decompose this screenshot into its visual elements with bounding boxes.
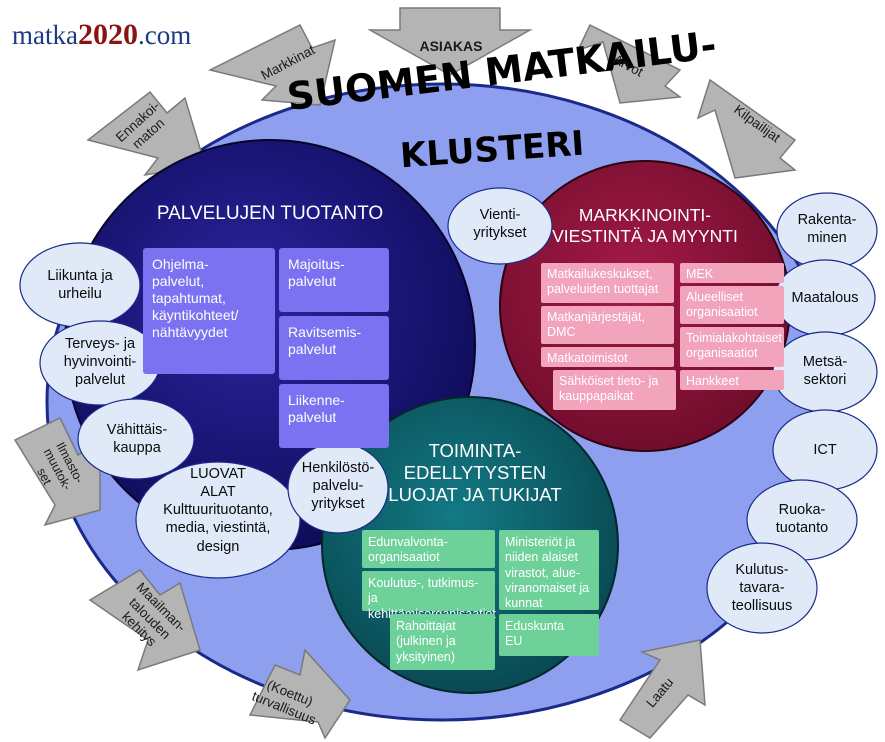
- logo-prefix: matka: [12, 20, 78, 50]
- box-ministries: Ministeriöt ja niiden alaiset virastot, …: [499, 530, 599, 610]
- enablers-title: TOIMINTA- EDELLYTYSTEN LUOJAT JA TUKIJAT: [388, 440, 562, 506]
- force-arrows: [13, 7, 797, 740]
- bubble-creative-label: LUOVAT ALAT Kulttuurituotanto, media, vi…: [163, 466, 273, 555]
- bubble-export: [447, 187, 553, 265]
- box-transport: Liikenne- palvelut: [279, 384, 389, 448]
- bubble-retail: [77, 398, 195, 480]
- box-tourism-centres: Matkailukeskukset, palveluiden tuottajat: [541, 263, 674, 303]
- bubble-agriculture-label: Maatalous: [791, 290, 859, 306]
- box-education-orgs: Koulutus-, tutkimus- ja kehittämisorgani…: [362, 571, 496, 621]
- arrow-turvallisuus: [248, 648, 351, 740]
- box-parliament: Eduskunta EU: [499, 614, 599, 656]
- bubble-food-label: Ruoka- tuotanto: [775, 502, 829, 537]
- box-advocacy-orgs: Edunvalvonta- organisaatiot: [362, 530, 495, 568]
- box-program-services: Ohjelma- palvelut, tapahtumat, käyntikoh…: [143, 248, 275, 374]
- box-regional-orgs: Alueelliset organisaatiot: [680, 286, 784, 324]
- bubble-creative: [135, 461, 301, 579]
- box-projects: Hankkeet: [680, 370, 784, 390]
- box-mek: MEK: [680, 263, 784, 283]
- box-electronic-markets: Sähköiset tieto- ja kauppapaikat: [553, 370, 676, 410]
- arrow-markkinat: [207, 23, 337, 106]
- box-funders: Rahoittajat (julkinen ja yksityinen): [390, 614, 495, 670]
- marketing-title: MARKKINOINTI- VIESTINTÄ JA MYYNTI: [552, 205, 738, 246]
- bubble-construction-label: Rakenta- minen: [797, 212, 857, 247]
- bubble-health-label: Terveys- ja hyvinvointi- palvelut: [63, 336, 137, 389]
- arrow-laatu: [618, 639, 706, 739]
- production-title: PALVELUJEN TUOTANTO: [156, 203, 384, 224]
- arrow-arvot: [576, 23, 683, 104]
- box-accommodation: Majoitus- palvelut: [279, 248, 389, 312]
- bubble-sports-label: Liikunta ja urheilu: [47, 268, 113, 303]
- arrow-asiakas-label: ASIAKAS: [419, 38, 483, 54]
- arrow-kilpailijat: [696, 78, 797, 179]
- box-travel-agencies: Matkatoimistot: [541, 347, 674, 367]
- bubble-staffing-label: Henkilöstö- palvelu- yritykset: [301, 460, 375, 513]
- arrow-asiakas: [367, 7, 533, 76]
- box-sector-orgs: Toimialakohtaiset organisaatiot: [680, 327, 784, 367]
- bubble-consumer: [706, 542, 818, 634]
- box-food-services: Ravitsemis- palvelut: [279, 316, 389, 380]
- logo[interactable]: matka2020.com: [12, 18, 191, 52]
- logo-suffix: .com: [137, 20, 192, 50]
- logo-year: 2020: [77, 18, 138, 51]
- bubble-retail-label: Vähittäis- kauppa: [106, 422, 168, 457]
- bubble-forestry-label: Metsä- sektori: [802, 354, 848, 389]
- arrow-ilmasto: [13, 416, 101, 527]
- bubble-ict-label: ICT: [813, 442, 837, 458]
- bubble-consumer-label: Kulutus- tavara- teollisuus: [731, 562, 793, 615]
- arrow-maailmantalous: [88, 569, 201, 672]
- bubbles: [19, 187, 878, 634]
- box-tour-operators: Matkanjärjestäjät, DMC: [541, 306, 674, 344]
- arrow-ennakoimaton: [86, 90, 206, 177]
- bubble-export-label: Vienti- yritykset: [473, 207, 527, 242]
